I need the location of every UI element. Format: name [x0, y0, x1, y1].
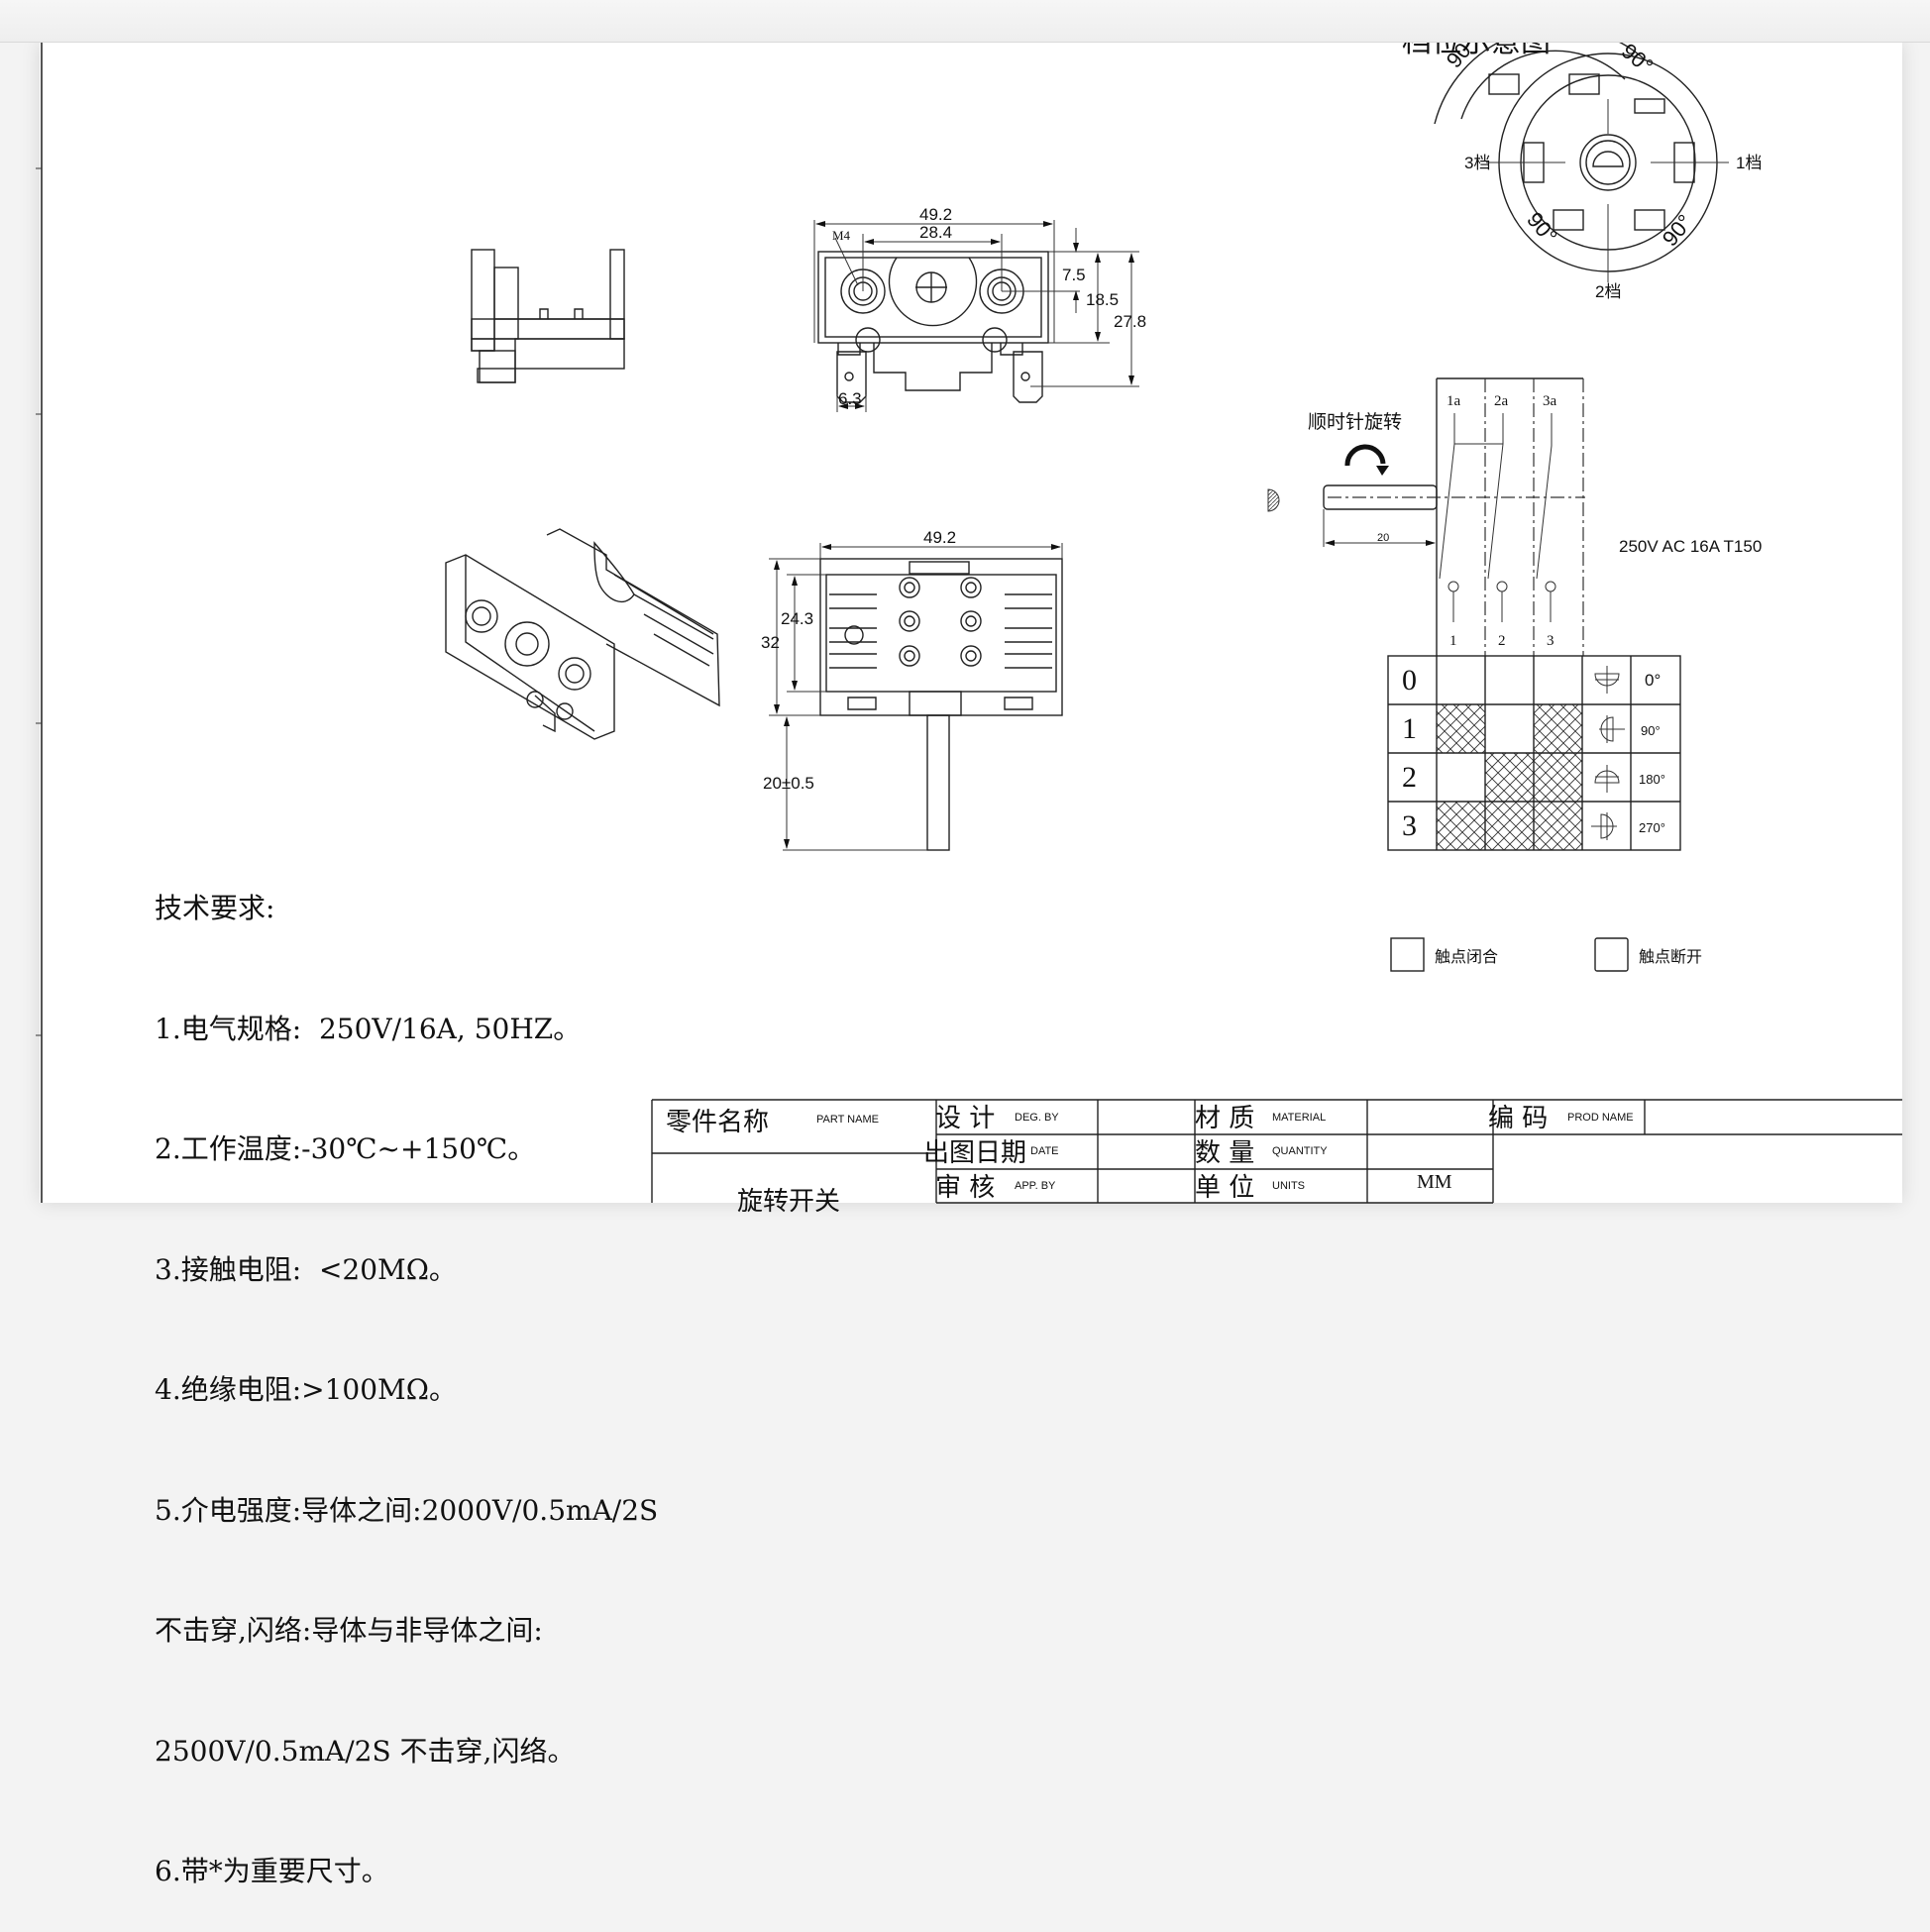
- date-label: 出图日期: [923, 1138, 1027, 1168]
- dim-shaft-length: 20±0.5: [763, 774, 814, 793]
- part-name-value: 旋转开关: [737, 1187, 841, 1217]
- note-line-7: 2500V/0.5mA/2S 不击穿,闪络。: [155, 1734, 576, 1768]
- note-line-2: 2.工作温度:-30℃~+150℃。: [155, 1132, 536, 1165]
- row-angle-2: 180°: [1639, 772, 1665, 787]
- row-angle-3: 270°: [1639, 820, 1665, 835]
- notes-heading: 技术要求:: [155, 892, 275, 924]
- design-en: DEG. BY: [1015, 1112, 1059, 1124]
- note-line-5: 5.介电强度:导体之间:2000V/0.5mA/2S: [155, 1493, 659, 1527]
- dim-offset: 7.5: [1062, 266, 1086, 284]
- drawing-sheet: [40, 42, 1902, 1203]
- contact-3: 3: [1547, 633, 1555, 649]
- side-view: [471, 249, 625, 383]
- knob-icon-270: [1591, 812, 1617, 840]
- knob-icon-180: [1594, 765, 1620, 793]
- row-label-1: 1: [1402, 712, 1417, 745]
- angle-label-bl: 90°: [1522, 207, 1562, 249]
- switch-schematic: 顺时针旋转 20 1a 2a: [1267, 377, 1762, 656]
- part-name-en: PART NAME: [816, 1114, 879, 1126]
- gear-label-3: 3档: [1464, 154, 1490, 172]
- unit-en: UNITS: [1272, 1180, 1305, 1192]
- knob-orientation-icons: [1591, 666, 1625, 840]
- dim-height-2: 27.8: [1114, 312, 1146, 331]
- code-label: 编 码: [1488, 1104, 1549, 1133]
- unit-value: MM: [1417, 1171, 1452, 1193]
- date-en: DATE: [1030, 1145, 1059, 1157]
- legend: 触点闭合 触点断开: [1390, 937, 1702, 972]
- unit-label: 单 位: [1195, 1173, 1255, 1203]
- knob-icon-90: [1599, 715, 1625, 743]
- gear-label-2: 2档: [1595, 282, 1621, 301]
- dim-front-width: 49.2: [923, 528, 956, 547]
- approve-label: 审 核: [935, 1173, 996, 1203]
- rating-label: 250V AC 16A T150: [1619, 537, 1762, 556]
- contact-2: 2: [1498, 633, 1506, 649]
- material-en: MATERIAL: [1272, 1112, 1327, 1124]
- row-label-2: 2: [1402, 761, 1417, 794]
- row-label-3: 3: [1402, 809, 1417, 842]
- row-angle-0: 0°: [1645, 671, 1661, 690]
- dim-thread: M4: [832, 228, 851, 243]
- part-name-label: 零件名称: [666, 1108, 770, 1137]
- dim-inner-height: 24.3: [781, 609, 813, 628]
- title-block-grid: [651, 1099, 1902, 1204]
- quantity-label: 数 量: [1195, 1138, 1255, 1168]
- dim-height-1: 18.5: [1086, 290, 1119, 309]
- dim-total-height: 32: [761, 633, 780, 652]
- legend-closed-label: 触点闭合: [1435, 948, 1498, 966]
- legend-open-label: 触点断开: [1639, 948, 1702, 966]
- contact-1: 1: [1449, 633, 1457, 649]
- knob-icon-0: [1594, 666, 1620, 694]
- row-angle-1: 90°: [1641, 723, 1661, 738]
- dim-overall-width: 49.2: [919, 205, 952, 224]
- shaft-length-label: 20: [1377, 532, 1389, 544]
- note-line-4: 4.绝缘电阻:>100MΩ。: [155, 1373, 457, 1406]
- note-line-1: 1.电气规格: 250V/16A, 50HZ。: [155, 1012, 582, 1045]
- front-view: 49.2 24.3 32 20±0.5: [761, 528, 1063, 851]
- row-label-0: 0: [1402, 664, 1417, 697]
- code-en: PROD NAME: [1567, 1112, 1634, 1124]
- angle-label-br: 90°: [1658, 210, 1698, 252]
- note-line-6: 不击穿,闪络:导体与非导体之间:: [155, 1614, 543, 1647]
- contact-state-table: 0 1 2 3 0° 90° 180° 270°: [1387, 655, 1681, 851]
- design-label: 设 计: [935, 1104, 996, 1133]
- quantity-en: QUANTITY: [1272, 1145, 1328, 1157]
- isometric-view: [445, 528, 720, 740]
- dim-terminal-width: 6.3: [838, 389, 862, 408]
- approve-en: APP. BY: [1015, 1180, 1056, 1192]
- note-line-3: 3.接触电阻: <20MΩ。: [155, 1252, 457, 1286]
- gear-position-diagram: 档位示意图 3档 1档 2档 90° 90° 90°: [1402, 26, 1762, 301]
- dim-hole-spacing: 28.4: [919, 223, 952, 242]
- viewer-top-bar: [0, 0, 1930, 43]
- note-line-8: 6.带*为重要尺寸。: [155, 1855, 389, 1887]
- contact-2a: 2a: [1494, 393, 1509, 409]
- material-label: 材 质: [1195, 1104, 1255, 1133]
- contact-1a: 1a: [1447, 393, 1461, 409]
- technical-requirements: 技术要求: 1.电气规格: 250V/16A, 50HZ。 2.工作温度:-30…: [155, 808, 658, 1932]
- contact-3a: 3a: [1543, 393, 1557, 409]
- gear-label-1: 1档: [1736, 154, 1762, 172]
- rotation-label: 顺时针旋转: [1308, 411, 1402, 433]
- top-view: 49.2 28.4 M4 7.5 18.5 27.8 6.3: [813, 205, 1146, 412]
